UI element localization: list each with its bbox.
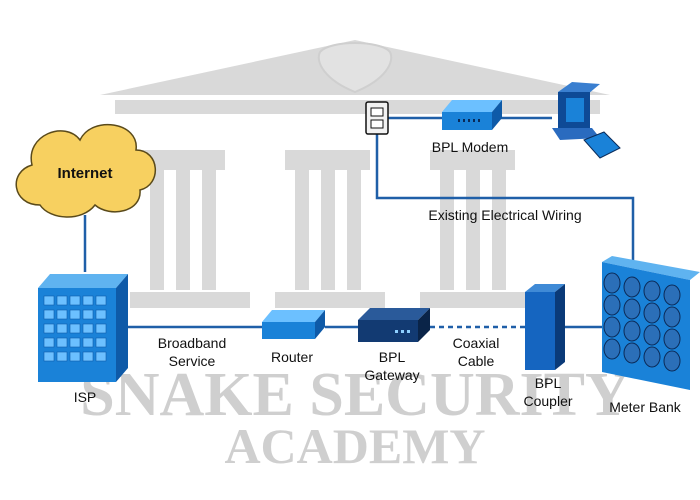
watermark-capital-3 (430, 150, 515, 170)
watermark-base-3 (420, 292, 530, 308)
internet-cloud-icon (15, 123, 156, 218)
watermark-capital-1 (140, 150, 225, 170)
router-label: Router (271, 349, 313, 365)
bpl-gateway-label-line2: Gateway (364, 367, 419, 383)
watermark-base-1 (130, 292, 250, 308)
watermark-column (295, 170, 309, 290)
coaxial-label-line2: Cable (458, 353, 495, 369)
wall-outlet-icon (365, 101, 389, 135)
bpl-gateway-icon (358, 308, 430, 342)
computer-icon (552, 82, 621, 159)
isp-building-icon (38, 274, 128, 382)
watermark-base-2 (275, 292, 385, 308)
watermark-column (321, 170, 335, 290)
bpl-modem-icon (442, 100, 502, 130)
coaxial-label-line1: Coaxial (453, 335, 500, 351)
watermark-column (466, 170, 480, 290)
bpl-gateway-label-line1: BPL (379, 349, 406, 365)
bpl-modem-label: BPL Modem (432, 139, 509, 155)
bpl-coupler-label-line1: BPL (535, 375, 562, 391)
electrical-wiring-link (375, 132, 635, 262)
connections (83, 116, 635, 329)
isp-label: ISP (74, 389, 97, 405)
meter-bank-label: Meter Bank (609, 399, 682, 415)
snake-head-icon (317, 42, 393, 94)
watermark-column (440, 170, 454, 290)
watermark-column (347, 170, 361, 290)
watermark-column (202, 170, 216, 290)
existing-wiring-label: Existing Electrical Wiring (428, 207, 581, 223)
watermark-capital-2 (285, 150, 370, 170)
bpl-coupler-label-line2: Coupler (523, 393, 572, 409)
watermark-column (150, 170, 164, 290)
watermark-line2: ACADEMY (224, 418, 485, 474)
watermark-line1: SNAKE SECURITY (80, 361, 630, 429)
watermark-temple (100, 40, 610, 308)
meter-bank-icon (602, 256, 700, 390)
watermark-column (176, 170, 190, 290)
watermark-entablature (115, 100, 600, 114)
broadband-label-line2: Service (169, 353, 216, 369)
router-icon (262, 310, 325, 339)
watermark-column (492, 170, 506, 290)
internet-label: Internet (57, 165, 112, 182)
bpl-coupler-icon (525, 284, 565, 370)
broadband-label-line1: Broadband (158, 335, 227, 351)
